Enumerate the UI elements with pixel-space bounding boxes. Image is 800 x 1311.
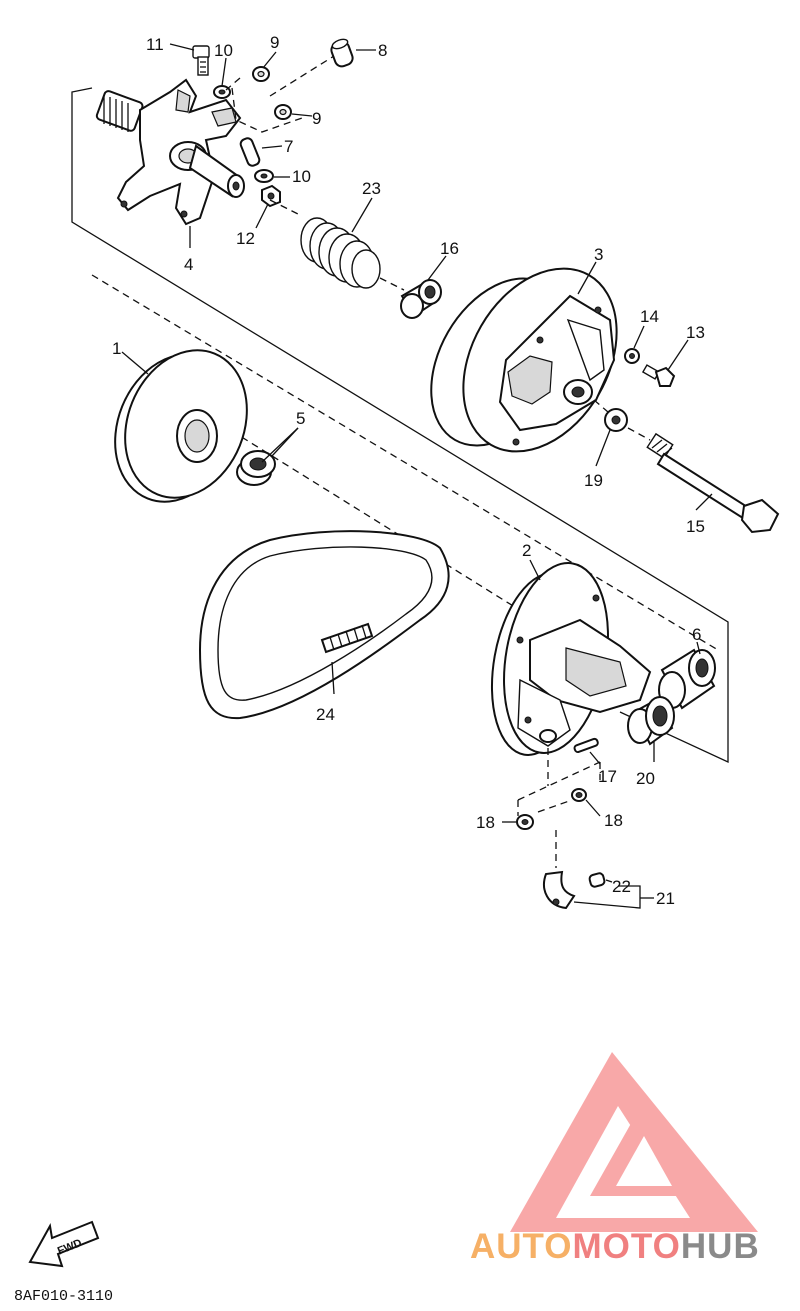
part-22-pin — [588, 872, 606, 888]
callout-23: 23 — [362, 179, 381, 198]
part-18-roller-left — [516, 814, 534, 830]
callout-8: 8 — [378, 41, 387, 60]
part-15-bolt — [646, 432, 780, 534]
callout-17: 17 — [598, 767, 617, 786]
callout-3: 3 — [594, 245, 603, 264]
callout-4: 4 — [184, 255, 193, 274]
watermark-text: AUTOMOTOHUB — [470, 1227, 760, 1266]
callout-5: 5 — [296, 409, 305, 428]
callout-12: 12 — [236, 229, 255, 248]
callout-9-upper: 9 — [270, 33, 279, 52]
retaining-dashed-lines — [517, 748, 601, 868]
callout-20: 20 — [636, 769, 655, 788]
callout-22: 22 — [612, 877, 631, 896]
callout-10-lower: 10 — [292, 167, 311, 186]
part-19-washer — [604, 408, 628, 432]
callout-21: 21 — [656, 889, 675, 908]
automotohub-watermark: AUTOMOTOHUB — [470, 1052, 760, 1266]
callout-16: 16 — [440, 239, 459, 258]
callout-24: 24 — [316, 705, 335, 724]
callout-labels: 11 10 9 8 9 7 10 12 4 23 16 3 14 13 1 5 … — [112, 33, 705, 908]
fwd-arrow-icon: FWD — [28, 1220, 100, 1268]
leader-lines — [121, 43, 713, 909]
callout-14: 14 — [640, 307, 659, 326]
callout-9-lower: 9 — [312, 109, 321, 128]
callout-18-right: 18 — [604, 811, 623, 830]
automotohub-logo-icon — [510, 1052, 758, 1232]
part-9-roller-upper — [252, 66, 270, 82]
part-10-washer-lower — [254, 169, 274, 183]
part-23-spring — [300, 217, 381, 289]
callout-7: 7 — [284, 137, 293, 156]
part-17-pin — [573, 737, 599, 754]
callout-19: 19 — [584, 471, 603, 490]
part-20-bushing — [627, 696, 675, 746]
watermark-auto: AUTO — [470, 1227, 573, 1266]
callout-15: 15 — [686, 517, 705, 536]
part-11-bolt — [192, 45, 210, 76]
part-8-collar — [330, 38, 354, 68]
callout-2: 2 — [522, 541, 531, 560]
part-18-roller-right — [571, 788, 587, 802]
part-5-slider-pair — [236, 450, 276, 486]
part-4-fixed-sheave-shaft — [95, 78, 245, 226]
callout-1: 1 — [112, 339, 121, 358]
part-7-pin — [239, 137, 261, 167]
callout-6: 6 — [692, 625, 701, 644]
part-6-collar — [658, 648, 716, 710]
part-13-bolt — [641, 364, 676, 387]
diagram-code: 8AF010-3110 — [14, 1288, 113, 1305]
hardware-dashed-group — [225, 55, 335, 215]
callout-11: 11 — [146, 35, 164, 54]
part-3-cap — [430, 267, 618, 453]
part-1-sheave-disc — [114, 349, 248, 503]
watermark-hub: HUB — [681, 1227, 760, 1266]
callout-18-left: 18 — [476, 813, 495, 832]
callout-10-upper: 10 — [214, 41, 233, 60]
part-9-roller-lower — [274, 104, 292, 120]
part-16-bushing — [400, 279, 442, 319]
part-14-washer — [624, 348, 640, 364]
part-12-nut — [261, 184, 281, 208]
watermark-moto: MOTO — [573, 1227, 681, 1266]
callout-13: 13 — [686, 323, 705, 342]
part-24-drive-belt — [198, 530, 450, 720]
part-21-weight-arm — [543, 870, 576, 910]
part-2-secondary-sheave — [490, 562, 652, 756]
